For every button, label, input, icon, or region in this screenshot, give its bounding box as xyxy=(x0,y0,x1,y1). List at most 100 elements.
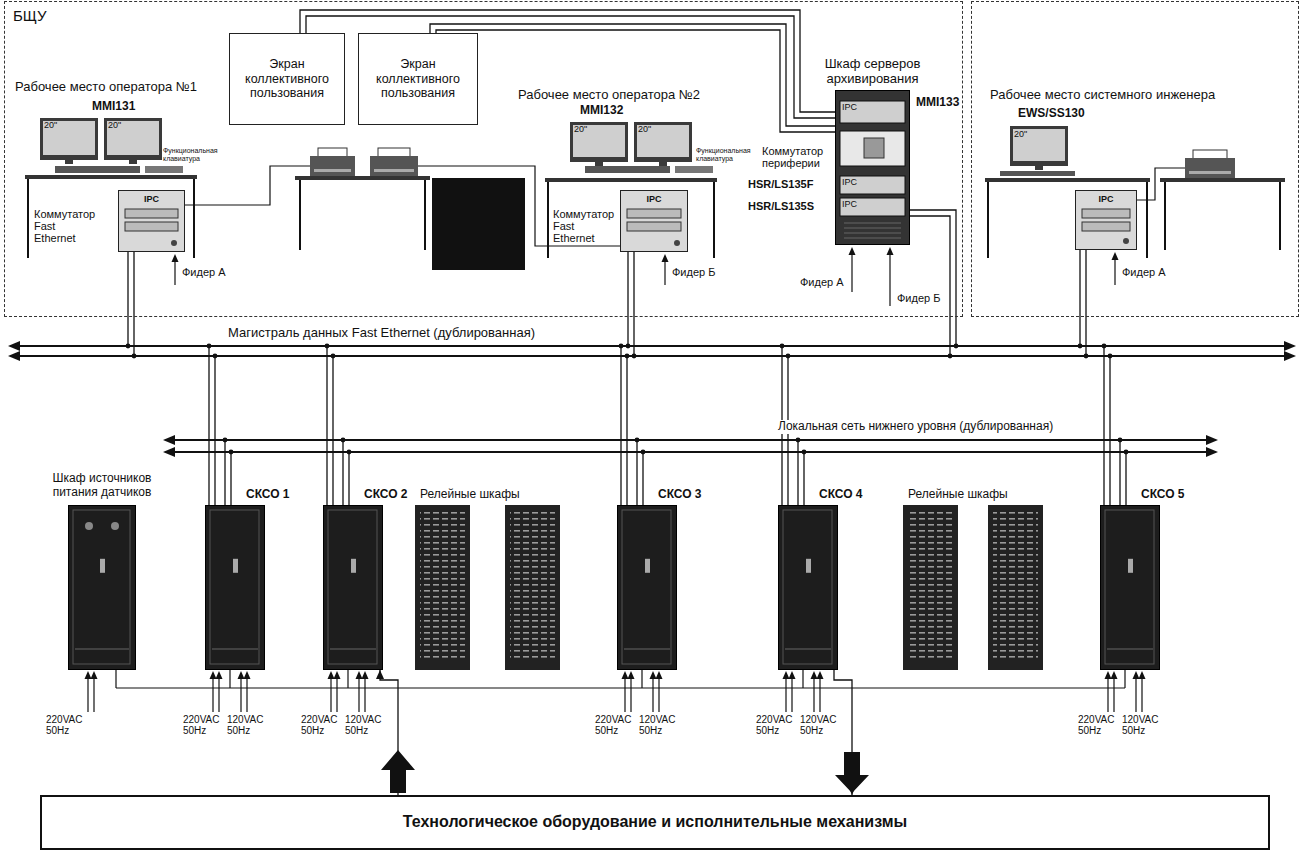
table-leg xyxy=(299,180,301,250)
cabinet-plinth xyxy=(624,649,670,650)
text-label: HSR/LS135S xyxy=(748,200,814,212)
feeder-arrow-head xyxy=(662,254,669,262)
connector-line xyxy=(332,356,333,505)
connector-line xyxy=(127,252,128,346)
connector-line xyxy=(633,252,634,356)
power-input-head xyxy=(210,671,217,679)
monitor-screen xyxy=(573,125,625,157)
connector xyxy=(1118,438,1129,505)
desk-leg xyxy=(713,182,715,258)
power-input xyxy=(93,677,94,712)
rack-unit xyxy=(840,176,905,194)
printer-paper xyxy=(1193,150,1227,159)
power-input-head xyxy=(244,671,251,679)
node-label: IPC xyxy=(621,194,687,204)
power-input xyxy=(364,677,365,712)
black-panel xyxy=(432,178,525,270)
text-label: MMI133 xyxy=(916,96,959,109)
text-label: 20" xyxy=(574,125,587,135)
connector xyxy=(619,344,630,505)
power-wire xyxy=(116,687,1125,688)
monitor-screen xyxy=(1013,129,1065,161)
drive-bay xyxy=(627,222,681,231)
bus-arrow xyxy=(1284,351,1296,361)
node-shape xyxy=(618,506,678,671)
bus-arrow xyxy=(1206,435,1218,445)
connector-line xyxy=(1125,452,1126,505)
text-label: Фидер А xyxy=(1122,266,1166,278)
text-label: Релейные шкафы xyxy=(908,488,1008,501)
bus-line xyxy=(18,345,1286,347)
desk-top xyxy=(25,175,197,179)
power-input xyxy=(819,677,820,712)
text-label: MMI131 xyxy=(92,100,135,113)
bus-arrow xyxy=(8,341,20,351)
server-cabinet: Шкаф серверов архивирования xyxy=(835,90,910,245)
power-input xyxy=(330,677,331,712)
power-input-head xyxy=(216,671,223,679)
printer xyxy=(310,156,355,176)
vent xyxy=(844,228,901,229)
node-shape xyxy=(1101,506,1161,671)
cabinet-door xyxy=(210,510,259,664)
text-label: Коммутатор Fast Ethernet xyxy=(34,208,95,244)
monitor-stand xyxy=(65,160,73,164)
monitor-screen xyxy=(107,121,159,155)
relay-cabinet xyxy=(988,505,1043,670)
power-input xyxy=(813,677,814,712)
relay-cabinet xyxy=(903,505,958,670)
table-top xyxy=(295,176,430,180)
printer-cable xyxy=(1137,168,1185,200)
relay-modules xyxy=(510,512,555,662)
desk-leg xyxy=(1146,182,1148,258)
power-wire xyxy=(802,670,803,688)
connector-line xyxy=(342,440,343,505)
power-wire xyxy=(641,670,642,688)
power-input-head xyxy=(1111,671,1118,679)
text-label: 20" xyxy=(108,121,121,131)
table-leg xyxy=(424,180,426,250)
indicator xyxy=(85,522,93,530)
connector-line xyxy=(1109,356,1110,505)
table-leg xyxy=(1164,182,1166,250)
monitor xyxy=(570,122,628,162)
bus-line xyxy=(18,355,1286,357)
power-input xyxy=(1113,677,1114,712)
text-label: 120VAC 50Hz xyxy=(345,714,382,736)
cabinet-handle xyxy=(351,559,356,573)
node-shape xyxy=(836,91,911,246)
power-input xyxy=(240,677,241,712)
desk-leg xyxy=(27,179,29,258)
node-label: Рабочее место системного инженера xyxy=(990,88,1215,103)
printer-paper xyxy=(378,148,410,157)
connector-line xyxy=(1079,250,1080,346)
text-label: 120VAC 50Hz xyxy=(800,714,837,736)
keyboard xyxy=(585,166,670,173)
cabinet-handle xyxy=(1128,559,1133,573)
power-input-head xyxy=(362,671,369,679)
rack-unit xyxy=(840,101,905,123)
node-label: Шкаф серверов архивирования xyxy=(811,57,935,87)
node-label: Технологическое оборудование и исполните… xyxy=(403,813,907,831)
cabinet-handle xyxy=(806,559,811,573)
connector-line xyxy=(1085,250,1086,356)
power-input-head xyxy=(783,671,790,679)
connector xyxy=(341,438,352,505)
function-keyboard xyxy=(145,166,183,173)
power-input-head xyxy=(238,671,245,679)
relay-modules xyxy=(420,512,465,662)
node-label: IPC xyxy=(119,194,184,204)
table-leg xyxy=(1279,182,1281,250)
node-shape xyxy=(69,506,137,671)
text-label: 20" xyxy=(44,121,57,131)
switch-panel xyxy=(864,138,884,158)
power-input-head xyxy=(334,671,341,679)
desk-top xyxy=(545,178,717,182)
process-box: Технологическое оборудование и исполните… xyxy=(40,795,1270,850)
drive-bay xyxy=(1082,222,1130,231)
cabinet-door xyxy=(1105,510,1154,664)
power-input-head xyxy=(1139,671,1146,679)
connector xyxy=(1078,250,1089,358)
monitor xyxy=(40,118,98,160)
text-label: Функциональная клавиатура xyxy=(163,147,218,162)
